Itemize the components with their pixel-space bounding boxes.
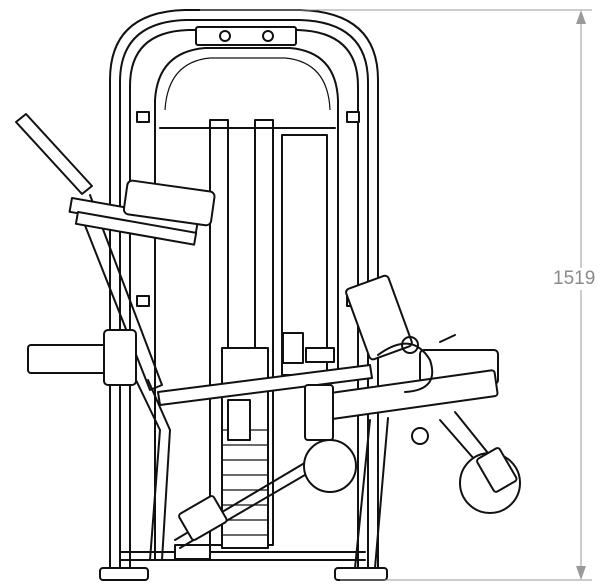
base-frame	[99, 544, 388, 581]
lever-bar	[157, 364, 373, 549]
height-dimension	[200, 9, 592, 581]
pad-assembly	[303, 274, 521, 569]
left-arm	[15, 113, 216, 561]
height-dimension-label: 1519	[551, 268, 598, 290]
